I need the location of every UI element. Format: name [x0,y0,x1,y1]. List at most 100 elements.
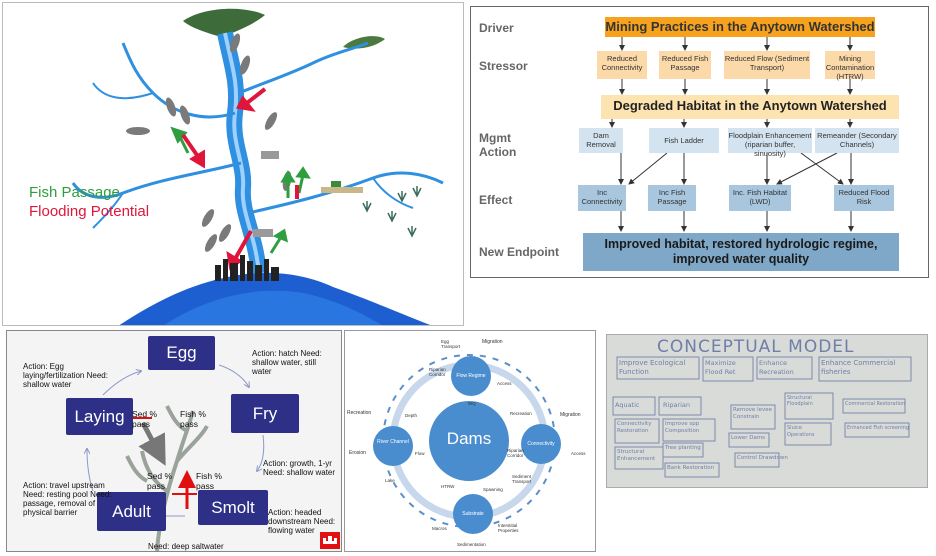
dams-edge-label: Lake [385,478,395,483]
tree-icon [183,8,265,37]
flowchart-arrows [609,37,854,232]
dam-icon [261,151,279,159]
whiteboard-note: Structural Enhancement [617,449,656,462]
effect-box: Inc Connectivity [578,185,626,211]
farm-icon [321,181,363,193]
river-channel-node [373,426,413,466]
dams-edge-label: Erosion [349,450,366,456]
dams-edge-label: Riparian Corridor [429,367,446,377]
dams-edge-label: HTRW [441,484,455,489]
pass-label: Fish % pass [196,471,222,491]
whiteboard-note: Aquatic [615,401,640,409]
action-box: Floodplain Enhancement (riparian buffer,… [728,128,812,158]
dams-edge-label: Sedimentation [457,542,486,547]
river-branch [247,171,444,215]
connectivity-node [521,424,561,464]
action-box: Dam Removal [579,128,623,153]
effect-box: Inc Fish Passage [648,185,696,211]
lifecycle-arrows [7,364,340,551]
effect-box: Inc. Fish Habitat (LWD) [729,185,791,211]
fish-passage-panel: Fish Passage Flooding Potential [2,2,464,326]
stressor-flowchart-panel: Driver Stressor Mgmt Action Effect New E… [470,6,929,278]
city-icon [215,255,279,281]
dams-edge-label: Sediment Transport [512,474,532,484]
whiteboard-note: Riparian [663,401,691,409]
smolt-growth-note: Action: growth, 1-yr Need: shallow water [263,459,336,477]
stage-fry: Fry [231,394,299,433]
tree-icon [343,36,385,49]
river-branch [71,161,242,199]
whiteboard-panel: CONCEPTUAL MODEL Improve Ecological Func… [606,334,928,488]
connectivity-label: Connectivity [527,441,555,447]
whiteboard-note: Connectivity Restoration [617,421,652,434]
dams-label: Dams [446,429,492,448]
flow-regime-label: Flow Regime [456,373,486,379]
fish-lifecycle-panel: Egg Fry Smolt Adult Laying Action: Egg l… [6,330,342,552]
adult-note: Action: travel upstream Need: resting po… [23,481,112,517]
stage-laying: Laying [66,398,133,435]
action-box: Remeander (Secondary Channels) [815,128,899,153]
river-branch [238,41,369,95]
pass-label: Sed % pass [147,471,173,491]
row-label-stressor: Stressor [479,59,528,73]
dams-edge-label: Recreation [347,410,372,416]
row-label-new-endpoint: New Endpoint [479,245,559,259]
smolt-downstream-note: Action: headed downstream Need: flowing … [268,508,336,535]
river-channel-label: River Channel [377,439,409,445]
dam-icon [253,229,273,237]
action-box: Fish Ladder [649,128,719,153]
dams-edge-label: Migration [482,339,503,345]
whiteboard-note: Tree planting [665,445,701,451]
driver-box: Mining Practices in the Anytown Watershe… [605,17,875,37]
stage-egg: Egg [148,336,215,370]
legend-fish-passage: Fish Passage [29,184,120,201]
whiteboard-note: Enhanced Fish screening [847,425,909,431]
dams-diagram-panel: Dams Flow Regime River Channel Connectiv… [344,330,596,552]
legend-flooding-potential: Flooding Potential [29,203,150,220]
new-endpoint-box: Improved habitat, restored hydrologic re… [583,233,899,271]
pass-label: Sed % pass [132,409,158,429]
whiteboard-note: Improve spp Composition [665,421,700,434]
dams-edge-label: WQ [468,401,476,406]
sediment-arrow [138,421,166,466]
river-branch [121,42,236,119]
whiteboard-note: Structural Floodplain [787,395,813,407]
marsh-plants [362,186,422,238]
stressor-box: Reduced Connectivity [597,51,647,79]
stage-smolt: Smolt [198,490,268,525]
dams-edge-label: Access [497,381,512,386]
dams-center-circle [429,401,509,481]
row-label-driver: Driver [479,21,514,35]
dams-edge-label: Egg Transport [441,339,461,349]
dams-edge-label: Interstitial Properties [498,523,519,533]
whiteboard-note: Bank Restoration [667,465,715,471]
whiteboard-note: Lower Dams [731,435,766,441]
dams-edge-label: Riparian Corridor [507,448,524,458]
whiteboard-note: Sluice Operations [787,425,815,438]
pass-label: Fish % pass [180,409,206,429]
whiteboard-note: Commercial Restoration [845,401,906,407]
dams-edge-label: Access [571,451,586,456]
stage-adult: Adult [97,492,166,531]
dams-edge-label: Spawning [483,487,503,492]
fish-passage-illustration [71,8,444,325]
row-label-effect: Effect [479,193,513,207]
substrate-node [453,494,493,534]
dams-edge-label: Flow [415,451,425,456]
whiteboard-note: Remove levee Constrain [733,407,773,420]
flooding-arrows [181,87,299,271]
fry-note: Action: hatch Need: shallow water, still… [252,349,322,376]
saltwater-note: Need: deep saltwater [148,542,224,551]
whiteboard-note: Maximize Flood Ret [705,359,736,376]
whiteboard-note: Control Drawdown [737,455,788,461]
dams-edge-label: Recreation [510,411,532,416]
stressor-box: Mining Contamination (HTRW) [825,51,875,81]
stressor-box: Reduced Flow (Sediment Transport) [724,51,810,79]
whiteboard-boxes [612,356,912,478]
fish-passage-arrows [170,126,311,254]
dams-diagram [373,354,561,534]
fish-icons [126,33,292,252]
flow-regime-node [451,356,491,396]
effect-box: Reduced Flood Risk [834,185,894,211]
dams-edge-label: Depth [405,413,418,418]
